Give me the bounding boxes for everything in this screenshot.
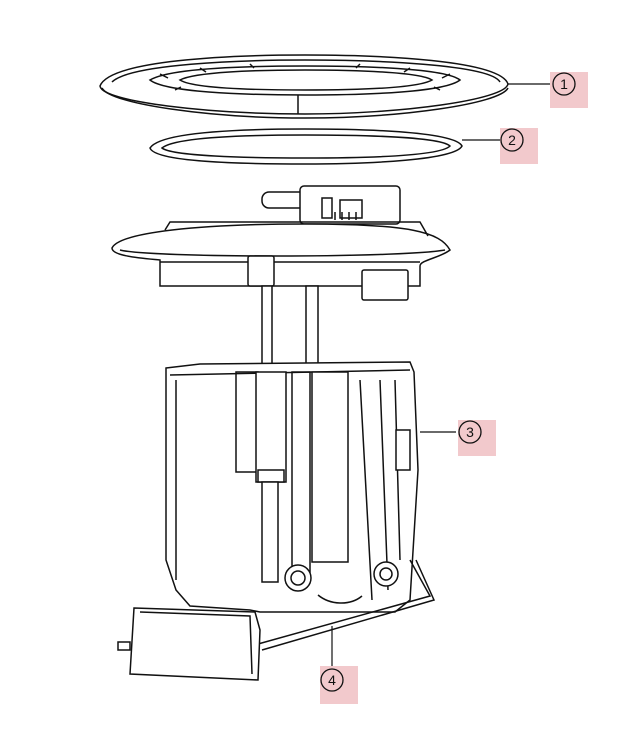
pump-reservoir-body (165, 361, 419, 613)
callout-1-circle (552, 72, 576, 96)
callout-1: 1 (550, 72, 588, 108)
fuel-level-sensor (117, 559, 436, 681)
callout-1-number: 1 (560, 76, 568, 92)
callout-3-circle (458, 420, 482, 444)
callout-1-highlight (550, 72, 588, 108)
callout-3-highlight (458, 420, 496, 456)
seal-o-ring (149, 128, 463, 165)
pump-module-flange (111, 185, 451, 301)
callout-2-number: 2 (508, 132, 516, 148)
callout-4: 4 (320, 666, 358, 704)
guide-rods (261, 285, 319, 373)
callout-3-number: 3 (466, 424, 474, 440)
callout-4-circle (320, 668, 344, 692)
callout-leaders (331, 83, 550, 666)
callout-2: 2 (500, 128, 538, 164)
callout-2-highlight (500, 128, 538, 164)
lock-ring (99, 54, 509, 119)
callout-2-circle (500, 128, 524, 152)
callout-3: 3 (458, 420, 496, 456)
callout-4-number: 4 (328, 672, 336, 688)
